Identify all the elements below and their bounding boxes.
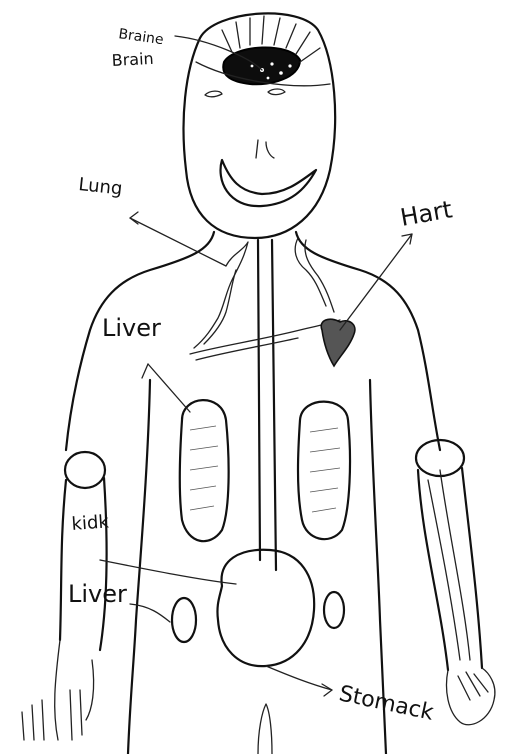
esophagus <box>258 240 276 570</box>
stomach-shape <box>217 550 314 666</box>
heart-shape <box>321 319 355 366</box>
label-stomach: Stomack <box>337 681 436 725</box>
label-brain: Brain <box>111 49 154 70</box>
stomach-pointer-arrow <box>266 666 332 696</box>
heart-pointer-arrow <box>340 234 412 330</box>
label-kidney-partial: kidk <box>71 511 110 535</box>
left-organ-oval <box>180 400 229 541</box>
label-liver-lower: Liver <box>68 580 127 608</box>
label-liver-left: Liver <box>102 314 161 342</box>
label-heart: Hart <box>398 195 454 232</box>
crotch-marker <box>258 704 272 754</box>
label-braine: Braine <box>117 26 164 48</box>
brain-shape <box>196 16 330 86</box>
right-arm <box>416 440 495 725</box>
label-lung: Lung <box>77 174 123 199</box>
right-organ-oval <box>298 402 350 540</box>
right-kidney <box>324 592 344 628</box>
face <box>205 89 316 206</box>
torso-outline <box>66 232 440 754</box>
left-kidney <box>172 598 196 642</box>
lung-tubes <box>190 238 340 360</box>
